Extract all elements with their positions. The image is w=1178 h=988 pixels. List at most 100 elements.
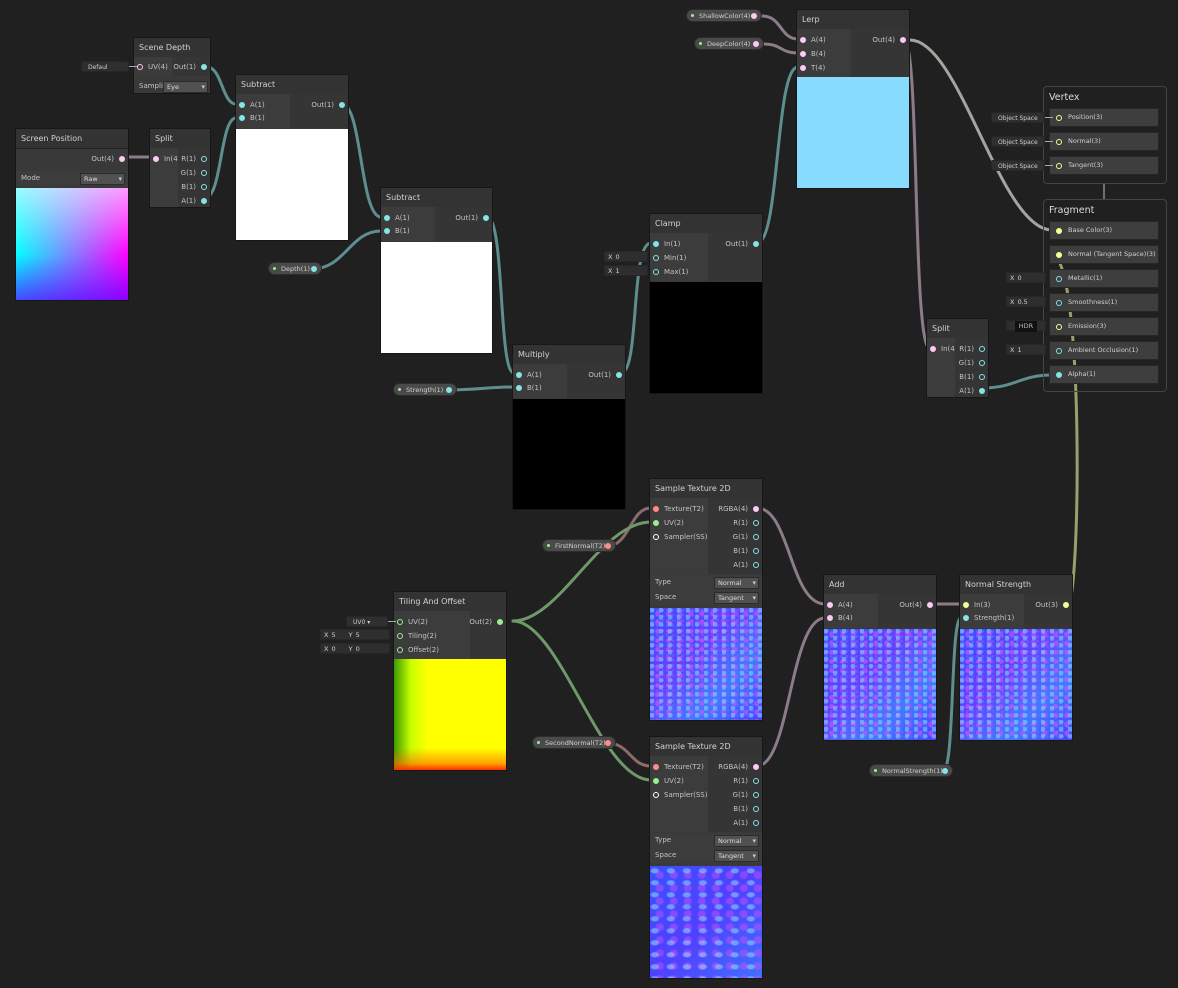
block-ambient-occlusion[interactable]: Ambient Occlusion(1): [1049, 341, 1159, 360]
port-r[interactable]: R(1): [733, 517, 762, 529]
port-a[interactable]: A(4): [824, 599, 853, 611]
port-a[interactable]: A(1): [733, 817, 762, 829]
block-alpha[interactable]: Alpha(1): [1049, 365, 1159, 384]
port-out[interactable]: Out(1): [725, 238, 762, 250]
port-out[interactable]: Out(4): [91, 153, 128, 165]
block-position[interactable]: Position(3): [1049, 108, 1159, 127]
port-a[interactable]: A(1): [236, 99, 265, 111]
space-dropdown[interactable]: Tangent: [714, 592, 759, 604]
port-b[interactable]: B(4): [824, 612, 853, 624]
port-out[interactable]: Out(1): [173, 61, 210, 73]
mode-dropdown[interactable]: Raw: [80, 173, 125, 185]
port-r[interactable]: R(1): [733, 775, 762, 787]
emission-hdr-field[interactable]: HDR: [1006, 320, 1046, 332]
port-a[interactable]: A(1): [181, 195, 210, 207]
port-out[interactable]: Out(2): [469, 616, 506, 628]
split-node[interactable]: Split In(4) R(1) G(1) B(1) A(1): [149, 128, 211, 208]
subtract-node[interactable]: Subtract A(1) B(1) Out(1): [235, 74, 349, 241]
port-b[interactable]: B(1): [181, 181, 210, 193]
uv-channel-dropdown[interactable]: UV0 ▾: [346, 616, 396, 627]
add-node[interactable]: Add A(4) B(4) Out(4): [823, 574, 937, 741]
port-tiling[interactable]: Tiling(2): [394, 630, 437, 642]
port-sampler[interactable]: Sampler(SS): [650, 531, 707, 543]
port-r[interactable]: R(1): [181, 153, 210, 165]
lerp-node[interactable]: Lerp A(4) B(4) T(4) Out(4): [796, 9, 910, 189]
port-g[interactable]: G(1): [959, 357, 988, 369]
block-base-color[interactable]: Base Color(3): [1049, 221, 1159, 240]
block-tangent[interactable]: Tangent(3): [1049, 156, 1159, 175]
port-a[interactable]: A(1): [381, 212, 410, 224]
port-texture[interactable]: Texture(T2): [650, 503, 704, 515]
port-rgba[interactable]: RGBA(4): [718, 503, 762, 515]
port-a[interactable]: A(1): [733, 559, 762, 571]
port-out[interactable]: Out(1): [311, 99, 348, 111]
sampling-dropdown[interactable]: Eye: [163, 81, 208, 93]
port-in[interactable]: In(3): [960, 599, 990, 611]
port-in[interactable]: In(4): [150, 153, 180, 165]
screen-position-node[interactable]: Screen Position Out(4) Mode Raw: [15, 128, 129, 301]
port-g[interactable]: G(1): [181, 167, 210, 179]
port-g[interactable]: G(1): [733, 789, 762, 801]
port-rgba[interactable]: RGBA(4): [718, 761, 762, 773]
port-a[interactable]: A(4): [797, 34, 826, 46]
port-b[interactable]: B(1): [733, 803, 762, 815]
split-node-2[interactable]: Split In(4) R(1) G(1) B(1) A(1): [926, 318, 989, 398]
block-metallic[interactable]: Metallic(1): [1049, 269, 1159, 288]
normal-space-field[interactable]: Object Space: [991, 136, 1053, 147]
port-texture[interactable]: Texture(T2): [650, 761, 704, 773]
clamp-node[interactable]: Clamp In(1) Min(1) Max(1) Out(1): [649, 213, 763, 394]
multiply-node[interactable]: Multiply A(1) B(1) Out(1): [512, 344, 626, 510]
port-in[interactable]: In(4): [927, 343, 957, 355]
port-b[interactable]: B(1): [513, 382, 542, 394]
port-uv[interactable]: UV(2): [650, 775, 684, 787]
port-max[interactable]: Max(1): [650, 266, 688, 278]
port-out[interactable]: Out(1): [588, 369, 625, 381]
port-b[interactable]: B(1): [733, 545, 762, 557]
port-b[interactable]: B(1): [236, 112, 265, 124]
port-strength[interactable]: Strength(1): [960, 612, 1014, 624]
port-uv[interactable]: UV(4): [134, 61, 168, 73]
scene-depth-node[interactable]: Scene Depth UV(4) Out(1) Samplin Eye: [133, 37, 211, 94]
port-r[interactable]: R(1): [959, 343, 988, 355]
port-min[interactable]: Min(1): [650, 252, 686, 264]
deep-color-property[interactable]: DeepColor(4): [694, 37, 764, 50]
normal-strength-property[interactable]: NormalStrength(1): [869, 764, 953, 777]
space-dropdown[interactable]: Tangent: [714, 850, 759, 862]
port-a[interactable]: A(1): [513, 369, 542, 381]
tiling-offset-node[interactable]: Tiling And Offset UV(2) Tiling(2) Offset…: [393, 591, 507, 771]
port-b[interactable]: B(1): [959, 371, 988, 383]
port-out[interactable]: Out(4): [872, 34, 909, 46]
sample-texture-node-2[interactable]: Sample Texture 2D Texture(T2) UV(2) Samp…: [649, 736, 763, 979]
port-uv[interactable]: UV(2): [394, 616, 428, 628]
sample-texture-node[interactable]: Sample Texture 2D Texture(T2) UV(2) Samp…: [649, 478, 763, 721]
tangent-space-field[interactable]: Object Space: [991, 160, 1053, 171]
normal-strength-node[interactable]: Normal Strength In(3) Strength(1) Out(3): [959, 574, 1073, 741]
subtract-node-2[interactable]: Subtract A(1) B(1) Out(1): [380, 187, 493, 354]
second-normal-property[interactable]: SecondNormal(T2): [532, 736, 616, 749]
port-sampler[interactable]: Sampler(SS): [650, 789, 707, 801]
first-normal-property[interactable]: FirstNormal(T2): [542, 539, 616, 552]
block-smoothness[interactable]: Smoothness(1): [1049, 293, 1159, 312]
strength-property[interactable]: Strength(1): [393, 383, 457, 396]
port-b[interactable]: B(1): [381, 225, 410, 237]
type-dropdown[interactable]: Normal: [714, 577, 759, 589]
port-b[interactable]: B(4): [797, 48, 826, 60]
port-g[interactable]: G(1): [733, 531, 762, 543]
shallow-color-property[interactable]: ShallowColor(4): [686, 9, 762, 22]
port-uv[interactable]: UV(2): [650, 517, 684, 529]
port-out[interactable]: Out(1): [455, 212, 492, 224]
position-space-field[interactable]: Object Space: [991, 112, 1053, 123]
port-out[interactable]: Out(3): [1035, 599, 1072, 611]
port-in[interactable]: In(1): [650, 238, 680, 250]
type-dropdown[interactable]: Normal: [714, 835, 759, 847]
port-out[interactable]: Out(4): [899, 599, 936, 611]
port-offset[interactable]: Offset(2): [394, 644, 439, 656]
block-emission[interactable]: Emission(3): [1049, 317, 1159, 336]
